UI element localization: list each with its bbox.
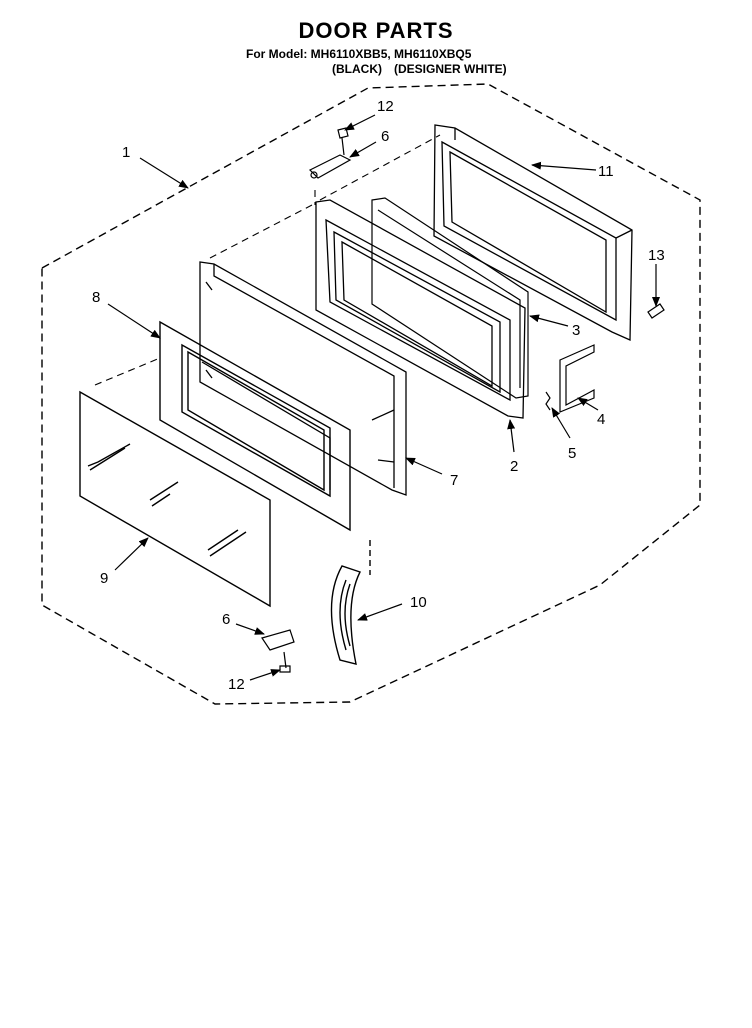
callout-10: 10 bbox=[410, 594, 427, 611]
part-6-hinge-bottom bbox=[261, 629, 295, 651]
callout-6-bottom: 6 bbox=[222, 611, 230, 628]
model-numbers: For Model: MH6110XBB5, MH6110XBQ5 bbox=[246, 47, 472, 61]
callout-9: 9 bbox=[100, 570, 108, 587]
callout-8: 8 bbox=[92, 289, 100, 306]
callout-1: 1 bbox=[122, 144, 130, 161]
part-12-screw-bottom bbox=[279, 651, 291, 673]
part-11-choke-frame bbox=[433, 124, 633, 341]
callout-2: 2 bbox=[510, 458, 518, 475]
hinge-connector-top bbox=[209, 134, 441, 259]
page-title: DOOR PARTS bbox=[298, 18, 454, 43]
part-4-latch bbox=[559, 344, 595, 413]
callout-12-top: 12 bbox=[377, 98, 394, 115]
color-black-label: (BLACK) bbox=[332, 62, 382, 76]
callout-12-bottom: 12 bbox=[228, 676, 245, 693]
part-2-inner-frame bbox=[315, 199, 526, 419]
part-10-handle bbox=[330, 540, 371, 665]
part-3-screen-panel bbox=[371, 197, 529, 399]
part-6-hinge-top bbox=[308, 154, 352, 179]
callout-6-top: 6 bbox=[381, 128, 389, 145]
color-white-label: (DESIGNER WHITE) bbox=[394, 62, 507, 76]
callout-13: 13 bbox=[648, 247, 665, 264]
part-9-outer-glass bbox=[79, 390, 271, 608]
trim-glass-connector bbox=[94, 357, 161, 386]
part-8-trim-frame bbox=[159, 320, 351, 532]
part-12-screw-top bbox=[337, 127, 349, 156]
callout-11: 11 bbox=[598, 163, 614, 180]
part-7-door-frame bbox=[199, 261, 407, 496]
callout-7: 7 bbox=[450, 472, 458, 489]
leader-lines bbox=[107, 114, 660, 681]
part-13-screw bbox=[647, 303, 665, 319]
part-5-spring bbox=[545, 391, 551, 411]
callout-3: 3 bbox=[572, 322, 580, 339]
callout-4: 4 bbox=[597, 411, 605, 428]
assembly-boundary bbox=[41, 83, 701, 705]
callout-5: 5 bbox=[568, 445, 576, 462]
